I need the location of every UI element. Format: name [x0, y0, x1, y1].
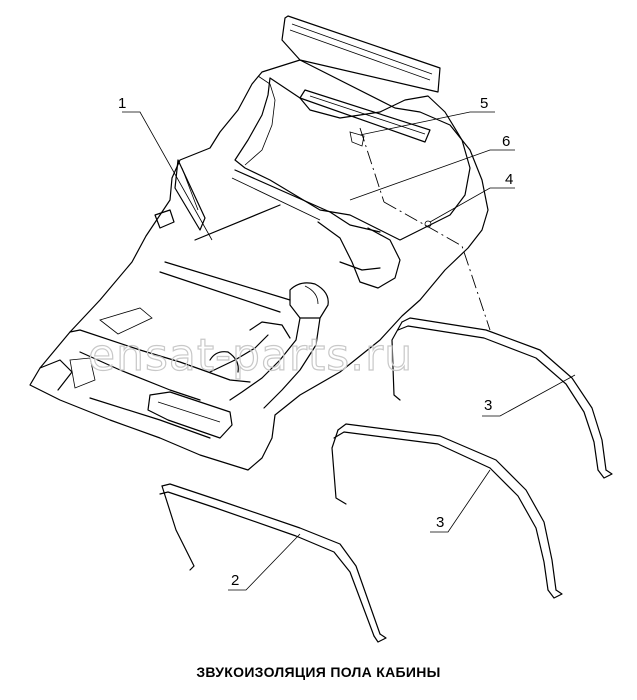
- strip-part-3-lower: [331, 423, 563, 599]
- callout-6: 6: [502, 133, 510, 150]
- watermark: ensat-parts.ru: [88, 330, 413, 381]
- leader-lines: [122, 111, 576, 591]
- callout-5: 5: [480, 95, 488, 112]
- assembly-lines: [349, 127, 491, 331]
- callout-1: 1: [118, 95, 126, 112]
- callout-4: 4: [505, 171, 513, 188]
- floor-mat-part-1: [29, 15, 489, 471]
- diagram-caption: ЗВУКОИЗОЛЯЦИЯ ПОЛА КАБИНЫ: [196, 664, 441, 680]
- strip-part-3-upper: [391, 317, 613, 479]
- callout-2: 2: [231, 572, 239, 589]
- strip-part-2: [159, 483, 387, 643]
- callout-3-upper: 3: [484, 397, 492, 414]
- callout-3-lower: 3: [436, 514, 444, 531]
- callout-labels: 1 5 6 4 3 3 2: [118, 95, 513, 589]
